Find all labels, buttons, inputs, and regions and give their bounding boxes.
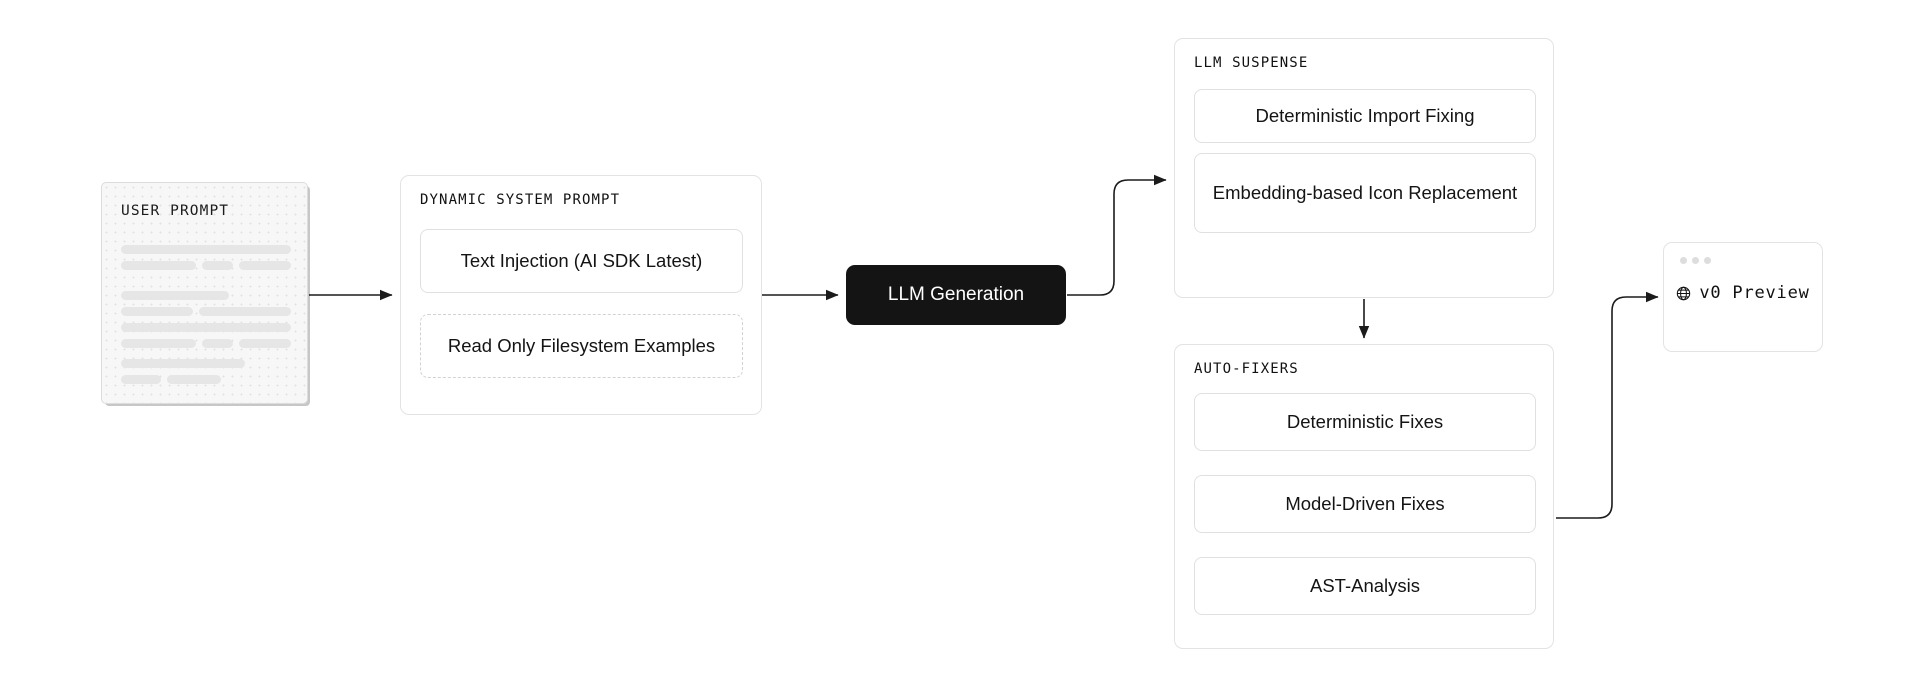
user-prompt-skeleton-group-3 — [121, 359, 291, 391]
user-prompt-skeleton-group-2 — [121, 291, 291, 355]
skeleton-bar — [199, 307, 291, 316]
skeleton-row — [121, 291, 291, 300]
chip-read-only-filesystem-examples[interactable]: Read Only Filesystem Examples — [420, 314, 743, 378]
v0-preview-window[interactable]: v0 Preview — [1663, 242, 1823, 352]
llm-suspense-panel[interactable]: LLM SUSPENSE Deterministic Import Fixing… — [1174, 38, 1554, 298]
user-prompt-title: USER PROMPT — [121, 203, 230, 219]
window-dot-2 — [1692, 257, 1699, 264]
chip-model-driven-fixes[interactable]: Model-Driven Fixes — [1194, 475, 1536, 533]
chip-embedding-based-icon-replacement[interactable]: Embedding-based Icon Replacement — [1194, 153, 1536, 233]
skeleton-row — [121, 323, 291, 332]
chip-deterministic-fixes[interactable]: Deterministic Fixes — [1194, 393, 1536, 451]
arrow-llm-generation-to-llm-suspense — [1067, 174, 1167, 296]
skeleton-row — [121, 339, 291, 348]
skeleton-row — [121, 307, 291, 316]
window-dot-3 — [1704, 257, 1711, 264]
skeleton-bar — [167, 375, 221, 384]
v0-preview-label-row: v0 Preview — [1664, 283, 1822, 303]
window-dots — [1680, 257, 1711, 264]
chip-ast-analysis[interactable]: AST-Analysis — [1194, 557, 1536, 615]
skeleton-bar — [121, 261, 197, 270]
llm-generation-node[interactable]: LLM Generation — [846, 265, 1066, 325]
skeleton-bar — [202, 261, 233, 270]
auto-fixers-panel[interactable]: AUTO-FIXERS Deterministic Fixes Model-Dr… — [1174, 344, 1554, 649]
auto-fixers-title: AUTO-FIXERS — [1194, 361, 1299, 377]
skeleton-row — [121, 245, 291, 254]
chip-text-injection[interactable]: Text Injection (AI SDK Latest) — [420, 229, 743, 293]
user-prompt-card[interactable]: USER PROMPT — [101, 182, 308, 404]
skeleton-bar — [121, 323, 291, 332]
dynamic-system-prompt-panel[interactable]: DYNAMIC SYSTEM PROMPT Text Injection (AI… — [400, 175, 762, 415]
chip-deterministic-import-fixing[interactable]: Deterministic Import Fixing — [1194, 89, 1536, 143]
skeleton-bar — [238, 261, 291, 270]
skeleton-bar — [121, 359, 245, 368]
skeleton-row — [121, 359, 291, 368]
skeleton-bar — [121, 307, 193, 316]
skeleton-bar — [121, 375, 161, 384]
skeleton-bar — [238, 339, 291, 348]
skeleton-bar — [121, 339, 197, 348]
v0-preview-label: v0 Preview — [1699, 283, 1810, 303]
user-prompt-skeleton-group-1 — [121, 245, 291, 277]
skeleton-bar — [121, 291, 229, 300]
llm-suspense-title: LLM SUSPENSE — [1194, 55, 1309, 71]
skeleton-bar — [121, 245, 291, 254]
globe-icon — [1676, 286, 1691, 301]
window-dot-1 — [1680, 257, 1687, 264]
arrow-auto-fixers-to-preview — [1556, 291, 1659, 519]
skeleton-row — [121, 375, 291, 384]
dynamic-system-prompt-title: DYNAMIC SYSTEM PROMPT — [420, 192, 621, 208]
skeleton-bar — [202, 339, 233, 348]
skeleton-row — [121, 261, 291, 270]
